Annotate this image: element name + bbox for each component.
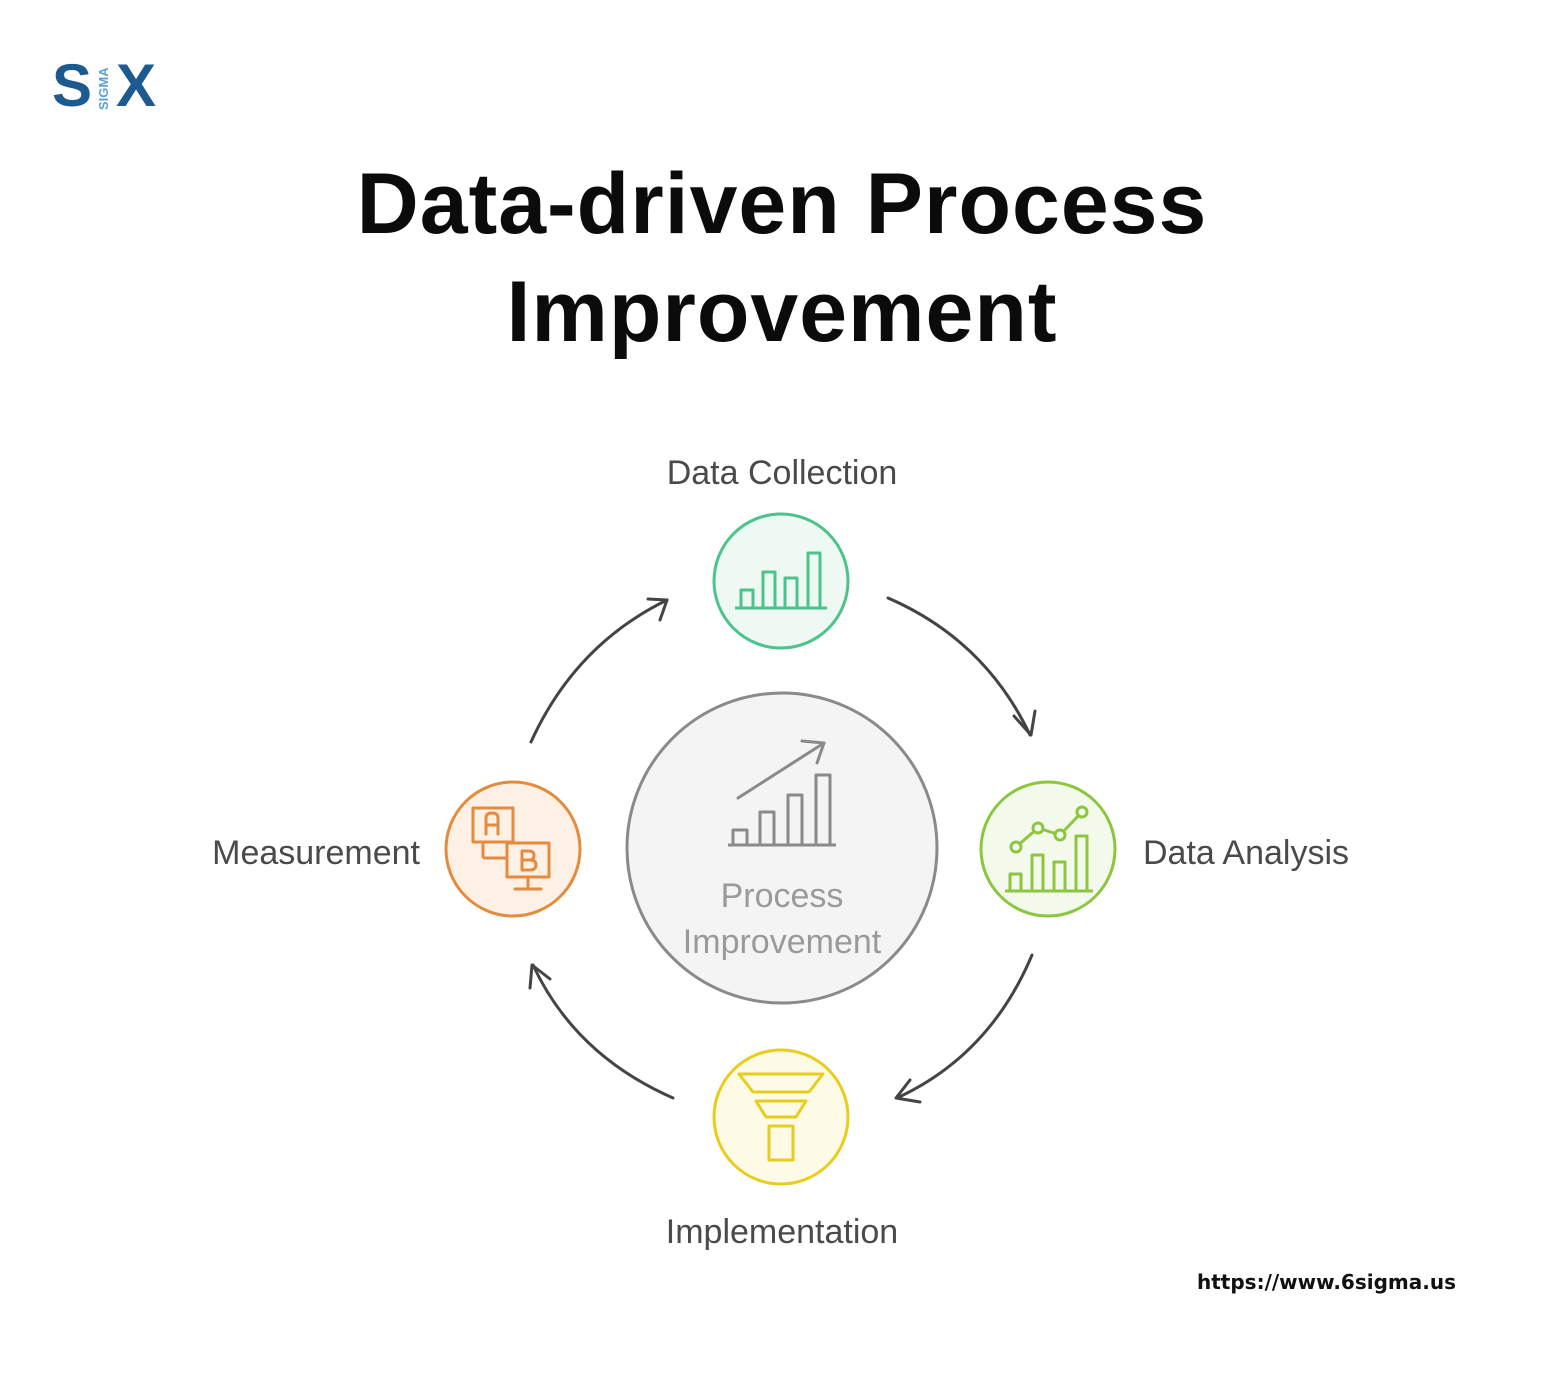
- step-measurement: Measurement: [212, 780, 582, 918]
- title-line-2: Improvement: [506, 264, 1058, 360]
- arrow-collection-to-analysis: [886, 596, 1032, 737]
- arrow-analysis-to-implementation: [895, 953, 1034, 1100]
- step-label-data-collection: Data Collection: [667, 454, 898, 492]
- step-label-implementation: Implementation: [666, 1213, 898, 1251]
- step-label-measurement: Measurement: [212, 834, 420, 872]
- arrow-measurement-to-collection: [529, 598, 669, 744]
- center-node: Process Improvement: [625, 691, 939, 1005]
- center-label-line-2: Improvement: [683, 923, 882, 961]
- arrow-collection-to-analysis-head: [1012, 709, 1037, 737]
- page-title: Data-driven Process Improvement: [0, 150, 1564, 366]
- arrow-measurement-to-collection-head: [646, 597, 669, 622]
- step-data-collection: Data Collection: [667, 454, 898, 650]
- logo-word-sigma: SIGMA: [96, 67, 111, 110]
- bar-chart-icon: [735, 551, 827, 610]
- line-bar-chart-icon: [1005, 805, 1093, 893]
- arrow-implementation-to-measurement-head: [528, 963, 552, 990]
- website-url[interactable]: https://www.6sigma.us: [1196, 1270, 1456, 1294]
- step-data-analysis: Data Analysis: [979, 780, 1349, 918]
- six-sigma-logo: S SIGMA X: [52, 52, 156, 112]
- center-label-line-1: Process: [721, 877, 844, 915]
- growth-chart-icon: [728, 739, 836, 847]
- title-line-1: Data-driven Process: [356, 156, 1208, 252]
- logo-letter-x: X: [116, 52, 156, 112]
- funnel-icon: [737, 1072, 825, 1162]
- ab-test-icon: [471, 806, 551, 891]
- cycle-arrows: [528, 596, 1037, 1104]
- arrow-implementation-to-measurement: [531, 963, 675, 1100]
- logo-letter-s: S: [52, 52, 92, 112]
- step-implementation: Implementation: [666, 1048, 898, 1251]
- step-label-data-analysis: Data Analysis: [1143, 834, 1349, 872]
- arrow-analysis-to-implementation-head: [894, 1078, 922, 1104]
